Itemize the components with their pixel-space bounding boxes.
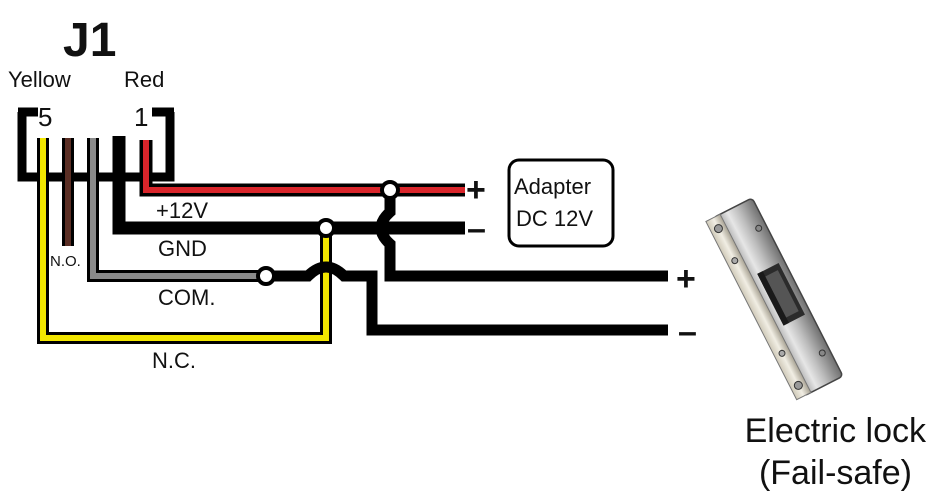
- pin-5-label: 5: [38, 102, 52, 132]
- red-wire-12v: [139, 140, 465, 197]
- lock-caption-line2: (Fail-safe): [759, 454, 912, 492]
- pin-1-label: 1: [134, 102, 148, 132]
- gnd-label: GND: [158, 236, 207, 261]
- junction-gnd: [316, 218, 336, 238]
- junction-com: [256, 266, 276, 286]
- black-wire-gnd: [112, 136, 465, 235]
- electric-lock-image: [705, 198, 843, 401]
- gray-wire-com: [87, 138, 266, 282]
- adapter-minus: –: [467, 210, 486, 248]
- yellow-label: Yellow: [8, 67, 71, 92]
- nc-label: N.C.: [152, 348, 196, 373]
- com-label: COM.: [158, 285, 215, 310]
- no-label: N.O.: [50, 253, 81, 270]
- lock-minus: –: [678, 313, 697, 351]
- adapter-line2: DC 12V: [516, 206, 593, 231]
- black-wire-lock-plus: [375, 190, 668, 282]
- lock-caption-line1: Electric lock: [745, 412, 927, 450]
- adapter-line1: Adapter: [514, 174, 591, 199]
- adapter-box: [507, 158, 615, 248]
- black-wire-lock-minus: [266, 261, 668, 336]
- red-label: Red: [124, 67, 164, 92]
- v12-label: +12V: [156, 198, 208, 223]
- junction-12v: [380, 180, 400, 200]
- adapter-plus: +: [466, 171, 486, 209]
- yellow-wire-nc: [37, 138, 332, 344]
- connector-title: J1: [63, 14, 116, 67]
- lock-plus: +: [676, 260, 696, 298]
